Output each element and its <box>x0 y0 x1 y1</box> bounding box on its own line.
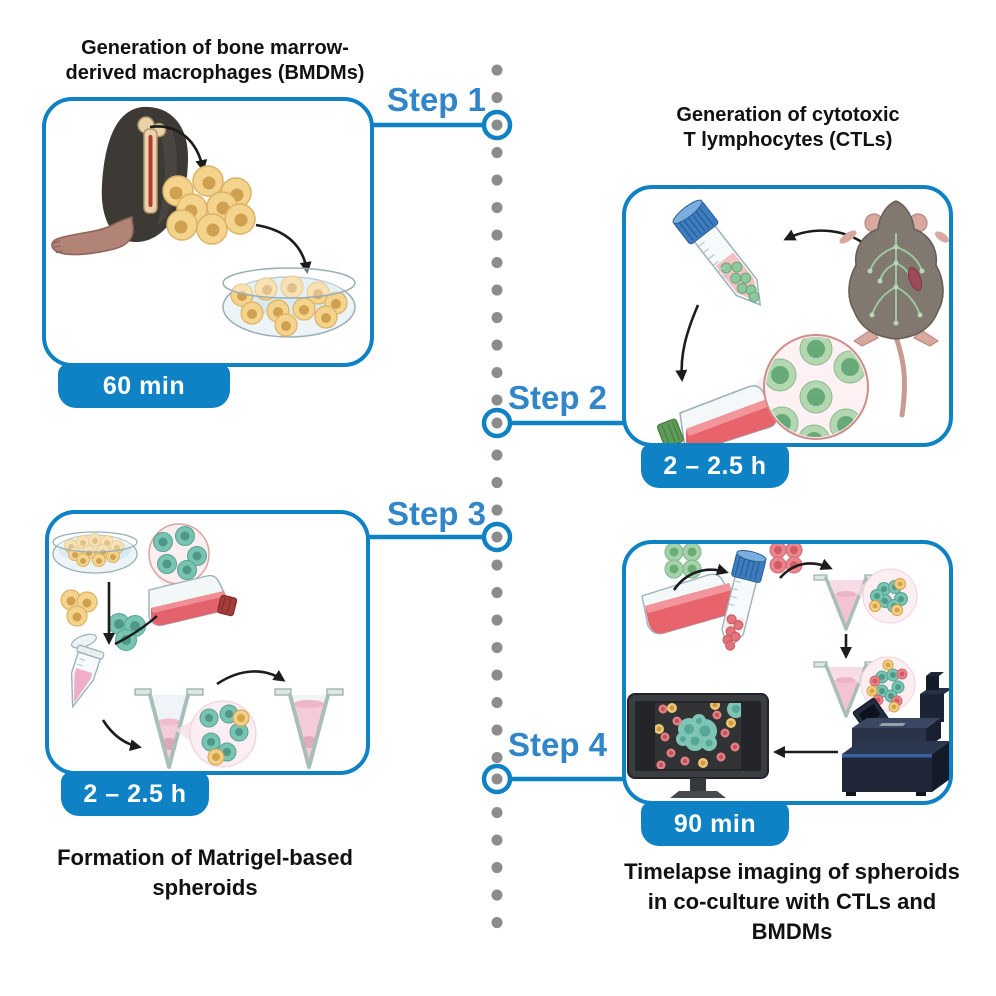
arrow-cells-to-dish-icon <box>255 223 312 274</box>
step-3-artwork <box>52 523 344 769</box>
arrow-well-to-well-icon <box>216 670 286 686</box>
step-3-duration-badge: 2 – 2.5 h <box>61 772 209 816</box>
monitor-icon <box>627 693 769 798</box>
step-4-panel <box>622 540 953 805</box>
step-2-node-icon <box>481 407 513 439</box>
mouse-hind-leg-icon <box>51 106 188 256</box>
arrow-leg-to-cells-icon <box>149 125 208 172</box>
step-3-node-icon <box>481 521 513 553</box>
step-4-caption: Timelapse imaging of spheroids in co-cul… <box>624 859 960 944</box>
step-2-artwork <box>656 199 949 443</box>
magnified-tumor-cells-icon <box>148 523 210 585</box>
step-2-title: Generation of cytotoxic T lymphocytes (C… <box>676 104 900 151</box>
arrow-mouse-to-tube-icon <box>783 229 867 247</box>
step-4-node-icon <box>481 763 513 795</box>
petri-dish-icon <box>222 267 356 338</box>
step-1-node-icon <box>481 109 513 141</box>
mouse-dorsal-icon <box>839 200 949 418</box>
macrophage-cluster-icon <box>162 165 256 245</box>
magnified-spheroid-cells-icon <box>189 700 257 768</box>
step-2-duration-badge: 2 – 2.5 h <box>641 444 789 488</box>
tumor-cell-cluster-icon <box>108 613 146 651</box>
red-cell-cluster-icon <box>769 544 803 574</box>
arrow-tube-to-well-icon <box>779 558 833 579</box>
arrow-tube-to-well-icon <box>101 719 142 751</box>
falcon-tube-icon <box>672 199 762 306</box>
step-3-label: Step 3 <box>386 495 486 532</box>
step-2-panel <box>622 185 953 447</box>
connector-lines <box>362 122 625 782</box>
step-4-duration-badge: 90 min <box>641 802 789 846</box>
step-3-caption: Formation of Matrigel-based spheroids <box>57 845 353 900</box>
microcentrifuge-tube-icon <box>70 633 105 709</box>
step-3-panel <box>45 510 370 775</box>
magnified-coculture-icon <box>860 656 916 713</box>
macrophage-cluster-icon <box>60 589 98 627</box>
step-1-title: Generation of bone marrow- derived macro… <box>65 37 365 84</box>
step-1-artwork <box>51 106 356 338</box>
magnified-ctl-cells-icon <box>763 334 869 440</box>
step-1-label: Step 1 <box>386 81 486 118</box>
arrow-flask-to-tube-icon <box>114 615 158 646</box>
culture-flask-icon <box>656 385 777 443</box>
step-4-label: Step 4 <box>508 726 608 763</box>
conical-well-with-spheroid-icon <box>274 688 344 769</box>
step-4-artwork <box>627 544 949 798</box>
step-1-duration-badge: 60 min <box>58 364 230 408</box>
arrow-tube-to-flask-icon <box>675 304 700 382</box>
arrow-flask-to-tube-icon <box>672 563 729 591</box>
culture-flask-icon <box>148 574 238 627</box>
microscope-icon <box>842 672 949 796</box>
timeline-nodes <box>481 109 513 795</box>
step-2-label: Step 2 <box>508 379 608 416</box>
step-1-panel <box>42 97 374 367</box>
magnified-spheroid-icon <box>862 568 918 624</box>
petri-dish-icon <box>52 531 138 574</box>
falcon-tube-icon <box>721 550 767 651</box>
timelapse-image <box>655 703 741 769</box>
